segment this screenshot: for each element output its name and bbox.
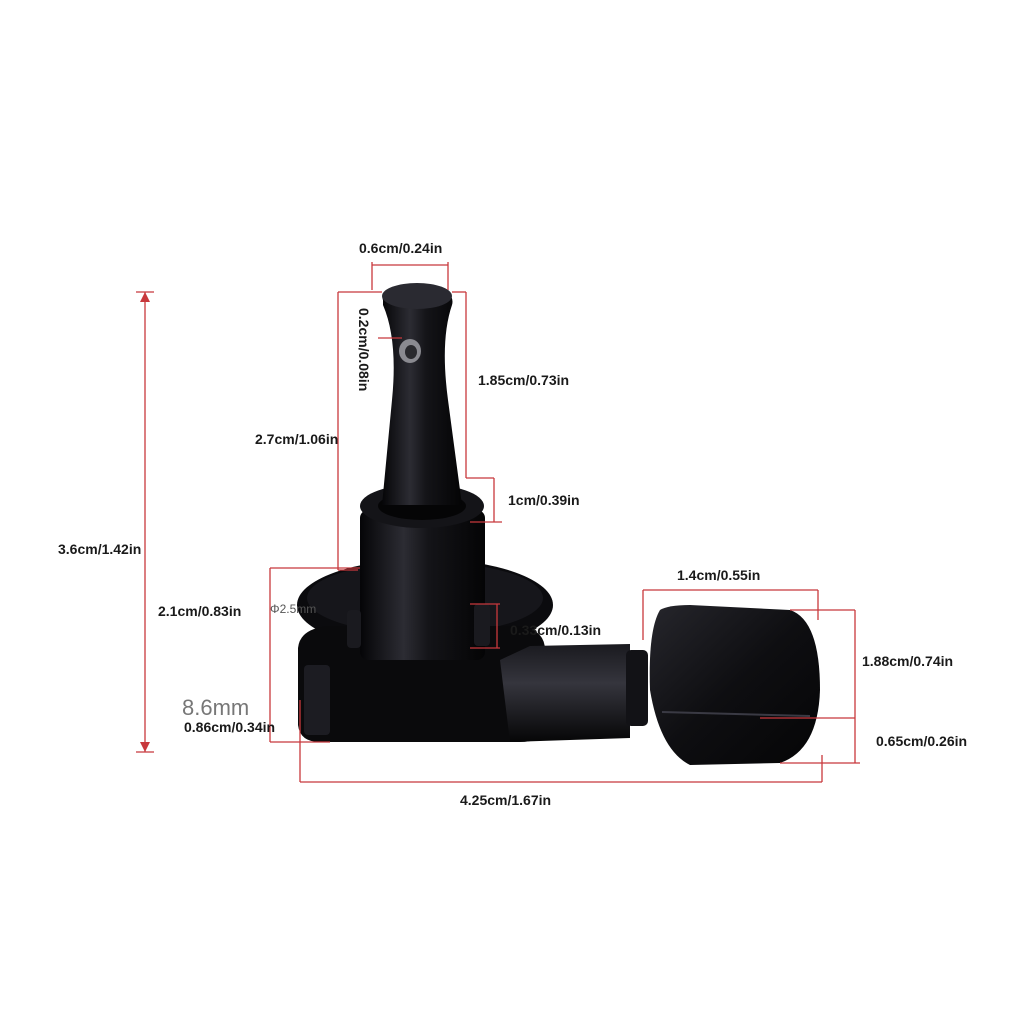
string-post [382, 287, 462, 505]
label-hole-diameter: 0.2cm/0.08in [356, 308, 372, 392]
post-top [382, 283, 452, 309]
stem-ring [626, 650, 648, 726]
etched-phi-label: Φ2.5mm [270, 602, 317, 616]
key-button-edge [661, 711, 811, 717]
label-pin-height: 0.33cm/0.13in [510, 622, 602, 638]
key-button [649, 605, 820, 765]
dimension-lines [136, 262, 860, 783]
dim-total-height-arrow-bottom [140, 742, 150, 752]
label-button-height: 1.88cm/0.74in [862, 653, 954, 669]
label-button-width: 1.4cm/0.55in [677, 567, 761, 583]
label-bushing: 1cm/0.39in [508, 492, 580, 508]
label-total-height: 3.6cm/1.42in [58, 541, 142, 557]
label-top-width: 0.6cm/0.24in [359, 240, 443, 256]
etched-mm-label: 8.6mm [182, 695, 250, 720]
button-stem [500, 644, 630, 742]
label-upper-shaft: 1.85cm/0.73in [478, 372, 570, 388]
screw-right [474, 604, 490, 646]
label-base-height: 2.1cm/0.83in [158, 603, 242, 619]
post-hole-inner [405, 345, 417, 359]
dim-total-height-arrow-top [140, 292, 150, 302]
tuning-peg [297, 283, 820, 765]
label-housing-side: 0.86cm/0.34in [184, 719, 276, 735]
housing-window [304, 665, 330, 735]
label-button-thickness: 0.65cm/0.26in [876, 733, 968, 749]
label-overall-length: 4.25cm/1.67in [460, 792, 552, 808]
screw-left [347, 610, 361, 648]
label-post-height: 2.7cm/1.06in [255, 431, 339, 447]
post-bushing [360, 510, 485, 660]
